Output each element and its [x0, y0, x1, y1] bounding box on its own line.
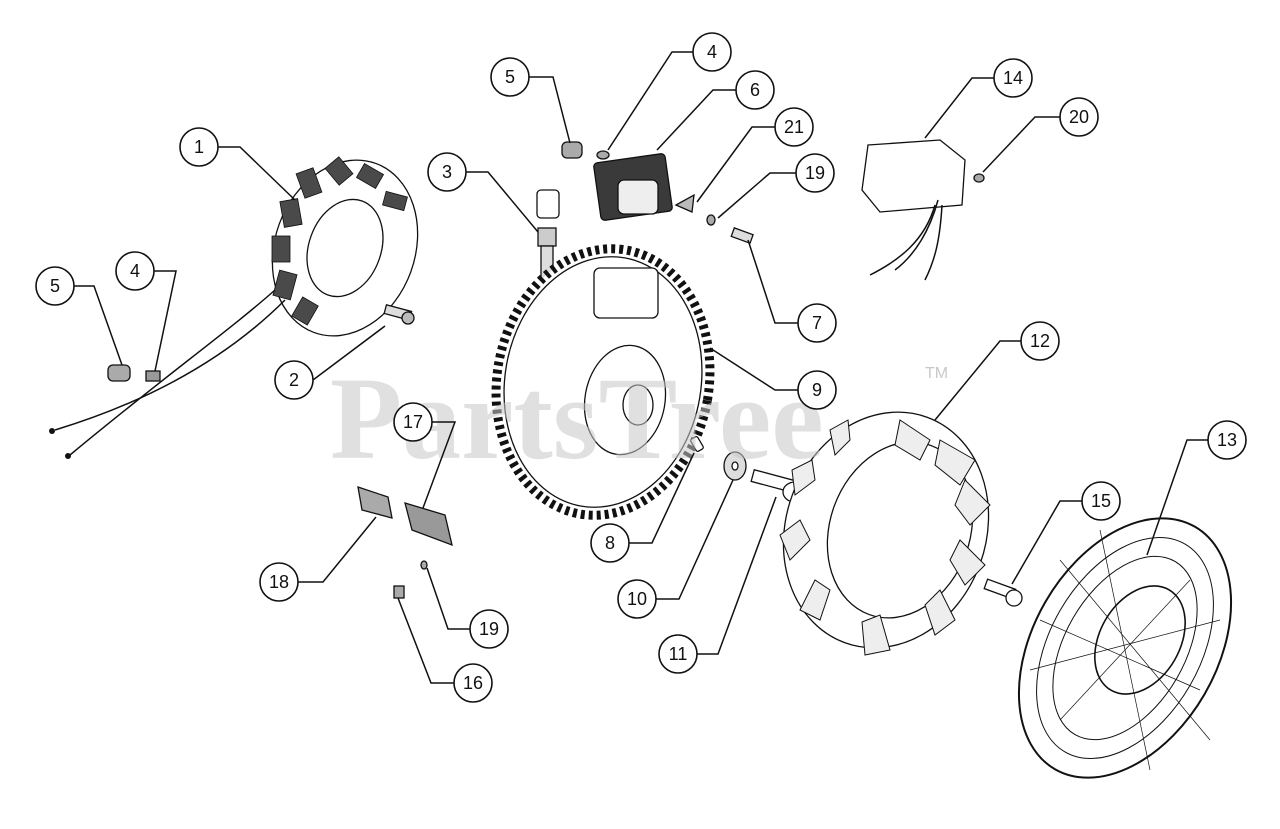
callout-8: 8 — [590, 523, 630, 563]
plate-part-21 — [674, 193, 695, 213]
screw-part-20 — [973, 173, 985, 183]
callout-1: 1 — [179, 127, 219, 167]
svg-text:3: 3 — [442, 162, 452, 182]
screen-part — [1017, 517, 1233, 779]
bracket-part-17 — [404, 502, 453, 547]
callout-10: 10 — [617, 579, 657, 619]
svg-text:15: 15 — [1091, 491, 1111, 511]
svg-text:18: 18 — [269, 572, 289, 592]
svg-text:13: 13 — [1217, 430, 1237, 450]
screw-part-2 — [383, 303, 415, 325]
callout-12: 12 — [1020, 321, 1060, 361]
svg-text:4: 4 — [130, 261, 140, 281]
washer-part-19-right — [706, 214, 716, 226]
clip-part-5-top — [561, 141, 583, 159]
screw-part-16 — [393, 585, 405, 599]
callout-5-left: 5 — [35, 266, 75, 306]
ignition-module-part — [593, 153, 673, 221]
washer-part-10 — [723, 451, 747, 481]
flywheel-part — [491, 244, 715, 520]
callout-5-top: 5 — [490, 57, 530, 97]
screw-part-4-top — [596, 150, 610, 160]
callout-19-right: 19 — [795, 153, 835, 193]
screw-part-7 — [730, 227, 754, 245]
callout-18: 18 — [259, 562, 299, 602]
callout-3: 3 — [427, 152, 467, 192]
svg-text:21: 21 — [784, 117, 804, 137]
callout-11: 11 — [658, 634, 698, 674]
svg-text:7: 7 — [812, 313, 822, 333]
key-part-8 — [690, 436, 704, 452]
callout-4-top: 4 — [692, 32, 732, 72]
stator-part — [49, 156, 419, 459]
screw-part-15 — [983, 578, 1023, 607]
bracket-part-18 — [357, 486, 393, 519]
svg-text:19: 19 — [479, 619, 499, 639]
callout-4-left: 4 — [115, 251, 155, 291]
svg-text:6: 6 — [750, 80, 760, 100]
callout-9: 9 — [797, 370, 837, 410]
ignition-wire-part — [536, 83, 657, 219]
callout-17: 17 — [393, 402, 433, 442]
svg-text:4: 4 — [707, 42, 717, 62]
callout-6: 6 — [735, 70, 775, 110]
svg-text:5: 5 — [505, 67, 515, 87]
screw-part-4-left — [145, 370, 161, 382]
svg-text:12: 12 — [1030, 331, 1050, 351]
rectifier-part — [861, 139, 966, 281]
callout-20: 20 — [1059, 97, 1099, 137]
callout-2: 2 — [274, 360, 314, 400]
svg-text:20: 20 — [1069, 107, 1089, 127]
washer-part-19-left — [420, 560, 428, 570]
svg-text:11: 11 — [669, 644, 688, 664]
svg-text:14: 14 — [1003, 68, 1023, 88]
svg-text:5: 5 — [50, 276, 60, 296]
svg-text:8: 8 — [605, 533, 615, 553]
svg-text:10: 10 — [627, 589, 647, 609]
callout-16: 16 — [453, 663, 493, 703]
svg-text:TM: TM — [925, 365, 948, 382]
svg-text:16: 16 — [463, 673, 483, 693]
svg-text:1: 1 — [194, 137, 204, 157]
leader-lines — [74, 51, 1208, 684]
clip-part-5-left — [107, 364, 131, 382]
callout-14: 14 — [993, 58, 1033, 98]
callout-13: 13 — [1207, 420, 1247, 460]
callout-21: 21 — [774, 107, 814, 147]
callout-19-left: 19 — [469, 609, 509, 649]
fan-part — [779, 411, 991, 656]
svg-text:9: 9 — [812, 380, 822, 400]
svg-text:2: 2 — [289, 370, 299, 390]
callout-15: 15 — [1081, 481, 1121, 521]
svg-text:17: 17 — [403, 412, 423, 432]
svg-text:19: 19 — [805, 163, 825, 183]
callout-7: 7 — [797, 303, 837, 343]
